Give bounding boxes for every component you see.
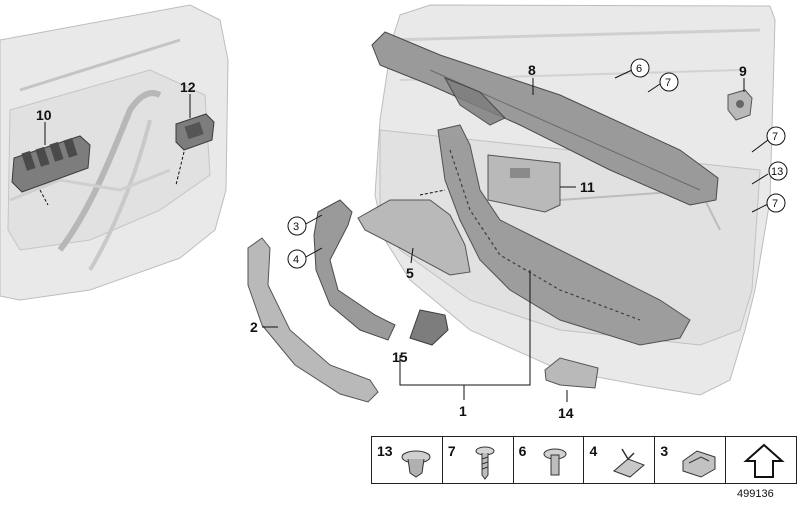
svg-text:7: 7 (665, 77, 671, 89)
svg-text:3: 3 (293, 221, 299, 233)
callout-6: 6 (630, 58, 650, 78)
upper-trim-strip-part (371, 31, 719, 206)
legend-cell-6: 6 (514, 437, 585, 483)
leader-lines (44, 69, 769, 402)
callout-14: 14 (558, 405, 574, 421)
callout-9: 9 (739, 63, 747, 79)
legend-number: 13 (377, 443, 393, 459)
armrest-carrier-part (437, 124, 691, 346)
retaining-clip-icon (682, 450, 716, 478)
callout-7-top: 7 (659, 72, 679, 92)
screw-icon (475, 446, 495, 480)
legend-cell-13: 13 (372, 437, 443, 483)
small-cover-part-14 (544, 357, 599, 389)
pull-handle-part (247, 237, 379, 403)
callout-13: 13 (768, 161, 788, 181)
door-pocket-trim-part (357, 199, 471, 276)
clip-part-9 (727, 89, 753, 121)
callout-10: 10 (36, 107, 52, 123)
dashed-leaders (39, 151, 446, 206)
diagram-id: 499136 (737, 488, 774, 500)
legend-number: 7 (447, 443, 456, 459)
svg-text:13: 13 (771, 166, 783, 178)
callout-7-bottom: 7 (766, 193, 786, 213)
callout-12: 12 (180, 79, 196, 95)
svg-text:7: 7 (772, 198, 778, 210)
legend-cell-arrow (726, 437, 796, 483)
callout-11: 11 (580, 179, 595, 195)
callout-4: 4 (287, 249, 307, 269)
svg-text:6: 6 (636, 63, 642, 75)
callout-1: 1 (459, 403, 467, 419)
legend-number: 6 (518, 443, 527, 459)
callout-2: 2 (250, 319, 258, 335)
callout-8: 8 (528, 62, 536, 78)
handle-carrier-part (313, 199, 449, 346)
switch-cover-part-11 (487, 154, 561, 213)
legend-cell-3: 3 (655, 437, 727, 483)
callout-7-right: 7 (766, 126, 786, 146)
callout-5: 5 (406, 265, 414, 281)
legend-number: 4 (589, 443, 598, 459)
flange-bolt-icon (543, 448, 567, 476)
expanding-clip-icon (401, 450, 431, 478)
switch-part-12 (175, 113, 215, 151)
window-switch-block-part (11, 135, 91, 193)
callout-3: 3 (287, 216, 307, 236)
fastener-legend: 13 7 6 4 3 (371, 436, 797, 484)
svg-text:4: 4 (293, 254, 299, 266)
legend-number: 3 (660, 443, 669, 459)
left-door-panel (0, 4, 229, 301)
front-arrow-icon (743, 443, 785, 478)
legend-cell-7: 7 (443, 437, 514, 483)
svg-text:7: 7 (772, 131, 778, 143)
callout-15: 15 (392, 349, 408, 365)
spring-clip-icon (613, 448, 646, 478)
legend-cell-4: 4 (584, 437, 656, 483)
